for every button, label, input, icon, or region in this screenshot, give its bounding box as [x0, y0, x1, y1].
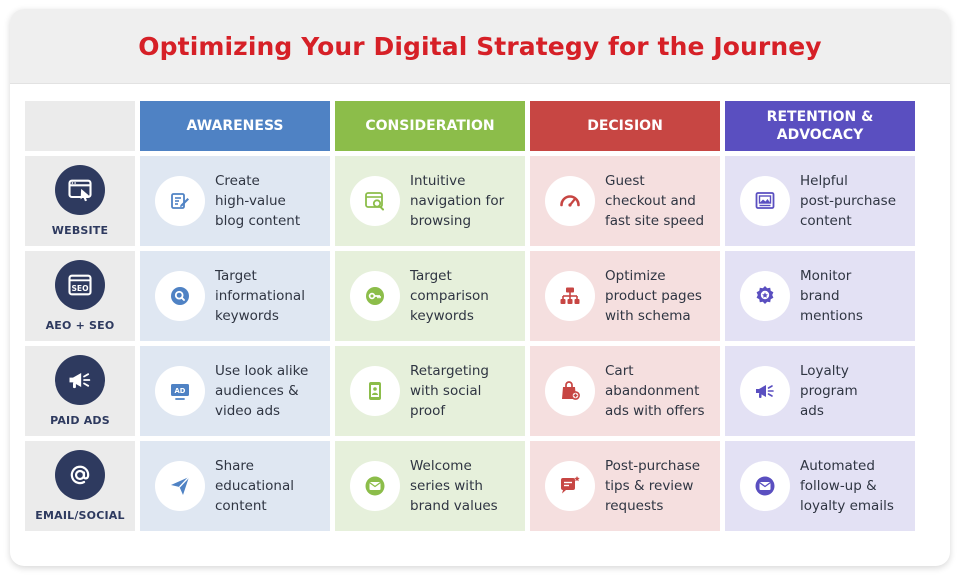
tactic-cell-paid-ads-retention-advocacy: Loyalty program ads — [725, 346, 915, 436]
channel-label: EMAIL/SOCIAL — [35, 509, 125, 522]
tactic-cell-email-social-awareness: Share educational content — [140, 441, 330, 531]
strategy-matrix: AWARENESS CONSIDERATION DECISION RETENTI… — [25, 101, 915, 531]
matrix-corner — [25, 101, 135, 151]
tactic-cell-website-decision: Guest checkout and fast site speed — [530, 156, 720, 246]
tactic-text: Monitor brand mentions — [800, 268, 863, 324]
channel-label: PAID ADS — [50, 414, 110, 427]
at-sign-icon — [55, 450, 105, 500]
tactic-text: Create high-value blog content — [215, 173, 301, 229]
tactic-cell-website-retention-advocacy: Helpful post-purchase content — [725, 156, 915, 246]
shopping-bag-icon — [545, 366, 595, 416]
tactic-text: Intuitive navigation for browsing — [410, 173, 505, 229]
channel-header-email-social: EMAIL/SOCIAL — [25, 441, 135, 531]
search-icon — [155, 271, 205, 321]
tactic-cell-email-social-consideration: Welcome series with brand values — [335, 441, 525, 531]
channel-header-paid-ads: PAID ADS — [25, 346, 135, 436]
channel-label: WEBSITE — [51, 224, 109, 237]
sitemap-icon — [545, 271, 595, 321]
key-icon — [350, 271, 400, 321]
browser-cursor-icon — [55, 165, 105, 215]
page-title: Optimizing Your Digital Strategy for the… — [138, 31, 822, 61]
tactic-text: Share educational content — [215, 458, 295, 514]
channel-label: AEO + SEO — [45, 319, 115, 332]
stage-header-retention-advocacy: RETENTION & ADVOCACY — [725, 101, 915, 151]
ad-screen-icon: AD — [155, 366, 205, 416]
tactic-cell-aeo-seo-consideration: Target comparison keywords — [335, 251, 525, 341]
title-bar: Optimizing Your Digital Strategy for the… — [10, 9, 950, 84]
phone-profile-icon — [350, 366, 400, 416]
tactic-cell-email-social-retention-advocacy: Automated follow-up & loyalty emails — [725, 441, 915, 531]
channel-header-website: WEBSITE — [25, 156, 135, 246]
tactic-text: Helpful post-purchase content — [800, 173, 896, 229]
tactic-text: Retargeting with social proof — [410, 363, 490, 419]
tactic-cell-aeo-seo-decision: Optimize product pages with schema — [530, 251, 720, 341]
tactic-text: Automated follow-up & loyalty emails — [800, 458, 894, 514]
tactic-text: Post-purchase tips & review requests — [605, 458, 701, 514]
tactic-text: Cart abandonment ads with offers — [605, 363, 705, 419]
award-badge-icon — [740, 271, 790, 321]
tactic-cell-email-social-decision: Post-purchase tips & review requests — [530, 441, 720, 531]
tactic-text: Target informational keywords — [215, 268, 305, 324]
seo-window-icon: SEO — [55, 260, 105, 310]
blog-edit-icon — [155, 176, 205, 226]
megaphone-icon — [55, 355, 105, 405]
tactic-cell-aeo-seo-retention-advocacy: Monitor brand mentions — [725, 251, 915, 341]
svg-text:SEO: SEO — [71, 284, 89, 293]
tactic-text: Optimize product pages with schema — [605, 268, 702, 324]
channel-header-aeo-seo: SEO AEO + SEO — [25, 251, 135, 341]
tactic-text: Welcome series with brand values — [410, 458, 498, 514]
tactic-cell-paid-ads-decision: Cart abandonment ads with offers — [530, 346, 720, 436]
speedometer-icon — [545, 176, 595, 226]
window-search-icon — [350, 176, 400, 226]
tactic-text: Loyalty program ads — [800, 363, 858, 419]
tactic-cell-website-awareness: Create high-value blog content — [140, 156, 330, 246]
envelope-icon — [350, 461, 400, 511]
send-icon — [155, 461, 205, 511]
tactic-cell-aeo-seo-awareness: Target informational keywords — [140, 251, 330, 341]
tactic-text: Guest checkout and fast site speed — [605, 173, 705, 229]
stage-header-awareness: AWARENESS — [140, 101, 330, 151]
tactic-cell-paid-ads-awareness: AD Use look alike audiences & video ads — [140, 346, 330, 436]
stage-header-decision: DECISION — [530, 101, 720, 151]
tactic-cell-paid-ads-consideration: Retargeting with social proof — [335, 346, 525, 436]
tactic-text: Target comparison keywords — [410, 268, 489, 324]
chat-star-icon — [545, 461, 595, 511]
stage-header-consideration: CONSIDERATION — [335, 101, 525, 151]
image-content-icon — [740, 176, 790, 226]
envelope-icon — [740, 461, 790, 511]
svg-text:AD: AD — [175, 387, 186, 395]
tactic-text: Use look alike audiences & video ads — [215, 363, 309, 419]
megaphone-icon — [740, 366, 790, 416]
tactic-cell-website-consideration: Intuitive navigation for browsing — [335, 156, 525, 246]
